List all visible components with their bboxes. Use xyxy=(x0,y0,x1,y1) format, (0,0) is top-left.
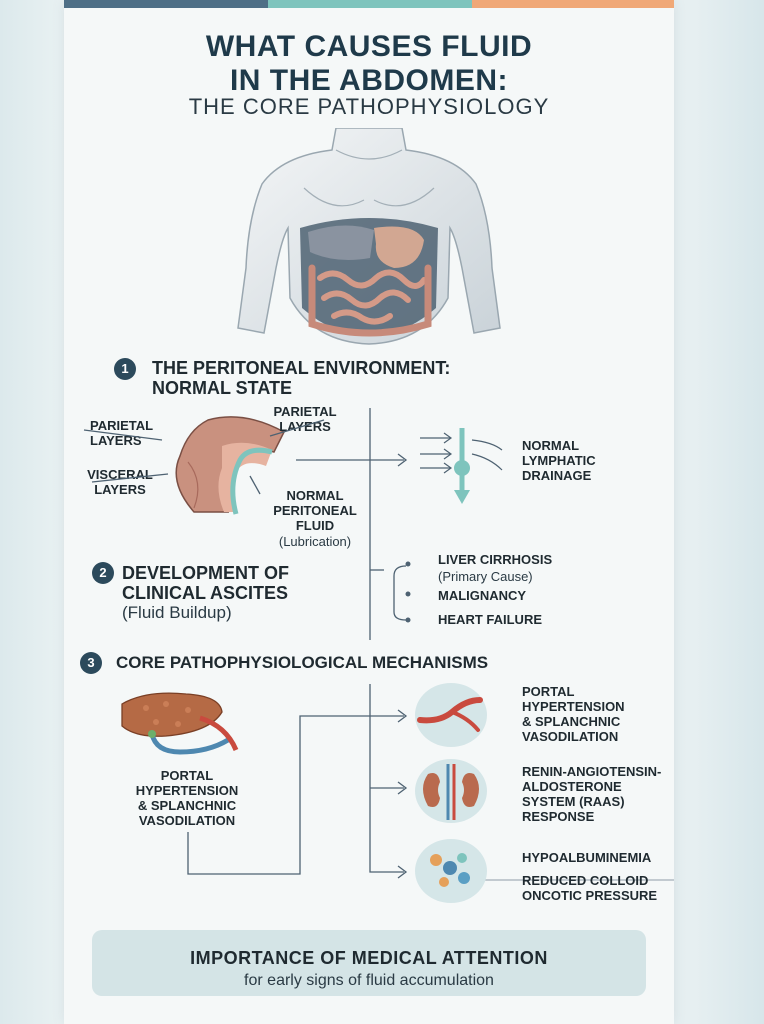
parietal-layers-label-right: PARIETAL LAYERS xyxy=(260,404,350,434)
cause-malignancy: MALIGNANCY xyxy=(438,588,527,603)
cause-liver-cirrhosis-note: (Primary Cause) xyxy=(438,569,533,584)
section-2-number-badge: 2 xyxy=(92,562,114,584)
drainage-label-line-3: DRAINAGE xyxy=(522,468,592,483)
liver-label-line-1: PORTAL xyxy=(160,768,214,783)
fluid-label-line-2: PERITONEAL xyxy=(273,503,357,518)
normal-lymphatic-drainage-label: NORMAL LYMPHATIC DRAINAGE xyxy=(522,438,596,483)
mechanism-3-line-1: HYPOALBUMINEMIA xyxy=(522,850,652,865)
section-1-number-badge: 1 xyxy=(114,358,136,380)
blood-vessel-icon xyxy=(415,683,487,747)
footer-subtitle: for early signs of fluid accumulation xyxy=(244,972,494,989)
mechanism-portal-hypertension: PORTAL HYPERTENSION & SPLANCHNIC VASODIL… xyxy=(522,684,625,744)
page-title-line-2: IN THE ABDOMEN: xyxy=(229,64,509,97)
top-accent-bar-1 xyxy=(64,0,268,8)
mechanism-3-line-3: ONCOTIC PRESSURE xyxy=(522,888,658,903)
liver-label-line-4: VASODILATION xyxy=(138,813,236,828)
torso-anatomy-illustration xyxy=(237,128,501,345)
visceral-layers-label: VISCERAL LAYERS xyxy=(80,467,160,497)
visceral-label-line-2: LAYERS xyxy=(94,482,146,497)
mechanism-2-line-2: ALDOSTERONE xyxy=(522,779,622,794)
kidney-icon xyxy=(415,759,487,823)
mechanism-1-line-2: HYPERTENSION xyxy=(522,699,625,714)
mechanism-1-line-1: PORTAL xyxy=(522,684,575,699)
section-2-note: (Fluid Buildup) xyxy=(122,603,232,622)
footer-title: IMPORTANCE OF MEDICAL ATTENTION xyxy=(190,948,548,968)
protein-molecule-icon xyxy=(415,839,487,903)
mechanism-hypoalbuminemia: HYPOALBUMINEMIA REDUCED COLLOID ONCOTIC … xyxy=(522,850,657,903)
mechanism-2-line-3: SYSTEM (RAAS) xyxy=(522,794,625,809)
lymphatic-drainage-icon xyxy=(420,428,503,504)
section-1-title-line-1: THE PERITONEAL ENVIRONMENT: xyxy=(152,358,451,378)
peritoneum-layers-illustration xyxy=(175,416,285,515)
section-2-title-line-1: DEVELOPMENT OF xyxy=(122,563,290,583)
parietal-label-right-line-1: PARIETAL xyxy=(273,404,337,419)
section-3-title: CORE PATHOPHYSIOLOGICAL MECHANISMS xyxy=(116,653,489,672)
liver-portal-vein-illustration xyxy=(121,692,239,755)
page-title-line-1: WHAT CAUSES FLUID xyxy=(205,30,533,63)
mechanism-1-line-4: VASODILATION xyxy=(522,729,619,744)
top-accent-bar-3 xyxy=(472,0,674,8)
parietal-layers-label-left: PARIETAL LAYERS xyxy=(90,418,153,448)
section-3-number-badge: 3 xyxy=(80,652,102,674)
normal-peritoneal-fluid-label: NORMAL PERITONEAL FLUID xyxy=(260,488,370,533)
drainage-label-line-2: LYMPHATIC xyxy=(522,453,596,468)
mechanism-2-line-1: RENIN-ANGIOTENSIN- xyxy=(522,764,662,779)
mechanism-1-line-3: & SPLANCHNIC xyxy=(522,714,621,729)
liver-label-line-2: HYPERTENSION xyxy=(135,783,239,798)
mechanism-3-line-2: REDUCED COLLOID xyxy=(522,873,649,888)
mechanism-2-line-4: RESPONSE xyxy=(522,809,595,824)
cause-liver-cirrhosis: LIVER CIRRHOSIS xyxy=(438,552,553,567)
parietal-label-left-line-2: LAYERS xyxy=(90,433,142,448)
liver-label-line-3: & SPLANCHNIC xyxy=(137,798,237,813)
flow-connectors xyxy=(83,408,674,881)
top-accent-bar-2 xyxy=(268,0,472,8)
page-subtitle: THE CORE PATHOPHYSIOLOGY xyxy=(188,94,550,119)
fluid-note: (Lubrication) xyxy=(278,534,352,549)
parietal-label-right-line-2: LAYERS xyxy=(279,419,331,434)
drainage-label-line-1: NORMAL xyxy=(522,438,580,453)
footer-callout: IMPORTANCE OF MEDICAL ATTENTION for earl… xyxy=(92,930,646,996)
liver-portal-hypertension-label: PORTAL HYPERTENSION & SPLANCHNIC VASODIL… xyxy=(112,768,262,828)
section-1-title-line-2: NORMAL STATE xyxy=(152,378,292,398)
section-2-title-line-2: CLINICAL ASCITES xyxy=(122,583,289,603)
visceral-label-line-1: VISCERAL xyxy=(87,467,153,482)
fluid-label-line-3: FLUID xyxy=(295,518,335,533)
infographic-poster: WHAT CAUSES FLUID IN THE ABDOMEN: THE CO… xyxy=(64,0,674,1024)
mechanism-raas-response: RENIN-ANGIOTENSIN- ALDOSTERONE SYSTEM (R… xyxy=(522,764,661,824)
parietal-label-left-line-1: PARIETAL xyxy=(90,418,154,433)
cause-heart-failure: HEART FAILURE xyxy=(438,612,542,627)
fluid-label-line-1: NORMAL xyxy=(286,488,344,503)
